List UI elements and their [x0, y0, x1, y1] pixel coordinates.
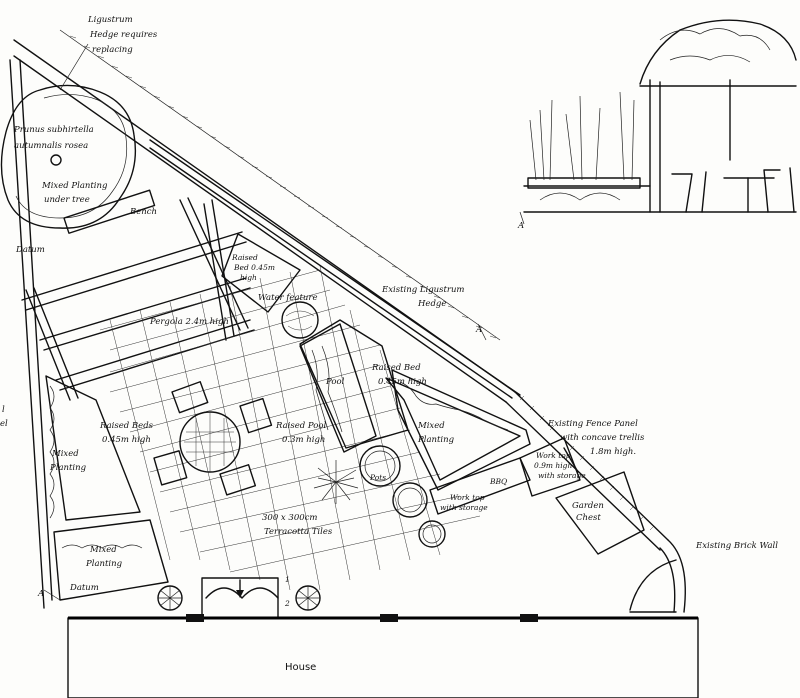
label-raised-bed-top-2: Bed 0.45m: [233, 263, 275, 272]
label-worktop-right-3: with storage: [538, 471, 586, 480]
label-mixed-bottom-2: Planting: [85, 559, 123, 569]
table-and-chairs: [153, 381, 273, 496]
annotation-labels: Ligustrum Hedge requires replacing Prunu…: [0, 15, 778, 673]
label-raised-beds-left-2: 0.45m high: [102, 435, 151, 445]
label-mixed-right-2: Planting: [417, 435, 455, 445]
patio-doors: [157, 577, 321, 619]
label-pool: Pool: [325, 377, 345, 387]
tree-canopy: [0, 84, 137, 229]
label-worktop-right-1: Work top: [536, 451, 571, 460]
label-level-2: 2: [284, 599, 290, 608]
label-section-marker-elevation: A: [517, 221, 524, 231]
label-raised-bed-right-1: Raised Bed: [371, 363, 421, 373]
label-raised-bed-right-2: 0.45m high: [378, 377, 427, 387]
label-fence-3: 1.8m high.: [590, 447, 636, 457]
label-raised-pool-1: Raised Pool: [275, 421, 327, 431]
label-chest-1: Garden: [572, 501, 604, 511]
spiky-plant-icon: [313, 460, 359, 504]
label-fence-2: with concave trellis: [560, 433, 645, 443]
shrub-icon: [295, 585, 321, 611]
label-water-feature: Water feature: [258, 293, 318, 303]
label-existing-hedge-1: Existing Ligustrum: [381, 285, 465, 295]
house: [67, 559, 699, 698]
label-datum-bottom: Datum: [69, 583, 99, 593]
label-brick-wall: Existing Brick Wall: [695, 541, 778, 551]
section-elevation: [523, 19, 797, 213]
label-worktop-right-2: 0.9m high: [534, 461, 572, 470]
label-mixed-left-1: Mixed: [51, 449, 79, 459]
label-raised-beds-left-1: Raised Beds: [99, 421, 154, 431]
label-pergola: Pergola 2.4m high: [149, 317, 229, 327]
label-mixed-left-2: Planting: [49, 463, 87, 473]
label-edge-left-2: el: [0, 419, 8, 429]
label-house: House: [285, 662, 316, 673]
pool: [281, 301, 377, 453]
label-tiles-1: 300 x 300cm: [262, 513, 317, 523]
label-worktop-1: Work top: [450, 493, 485, 502]
label-hedge-replace-2: Hedge requires: [89, 30, 158, 40]
shrub-icon: [157, 585, 183, 611]
label-chest-2: Chest: [576, 513, 601, 523]
leader-lines: [43, 43, 525, 601]
label-datum-top: Datum: [15, 245, 45, 255]
label-hedge-replace-3: replacing: [92, 45, 133, 55]
label-existing-hedge-2: Hedge: [417, 299, 446, 309]
label-hedge-replace-1: Ligustrum: [87, 15, 133, 25]
label-section-marker-bottom: A: [37, 589, 44, 599]
label-bbq: BBQ: [489, 477, 507, 486]
label-edge-left-1: l: [2, 405, 5, 415]
label-level-1: 1: [285, 575, 290, 584]
label-under-tree-1: Mixed Planting: [41, 181, 108, 191]
water-feature-bowl: [281, 301, 319, 339]
label-pots: Pots: [369, 473, 386, 482]
label-fence-1: Existing Fence Panel: [547, 419, 638, 429]
label-worktop-2: with storage: [440, 503, 488, 512]
label-tree-1: Prunus subhirtella: [13, 125, 94, 135]
terracotta-paving: [99, 265, 481, 591]
pergola: [21, 189, 255, 401]
boundary-hedge: [9, 29, 686, 613]
label-raised-bed-top-3: high: [240, 273, 257, 282]
label-section-marker-top: A: [475, 325, 482, 335]
label-bench: Bench: [129, 207, 157, 217]
worktops: [429, 437, 645, 555]
label-mixed-bottom-1: Mixed: [89, 545, 117, 555]
label-raised-bed-top-1: Raised: [231, 253, 258, 262]
pots: [313, 445, 446, 548]
label-raised-pool-2: 0.3m high: [282, 435, 325, 445]
label-tree-2: autumnalis rosea: [14, 141, 88, 151]
label-tiles-2: Terracotta Tiles: [264, 527, 333, 537]
raised-beds: [45, 233, 531, 601]
label-mixed-right-1: Mixed: [417, 421, 445, 431]
label-under-tree-2: under tree: [44, 195, 90, 205]
